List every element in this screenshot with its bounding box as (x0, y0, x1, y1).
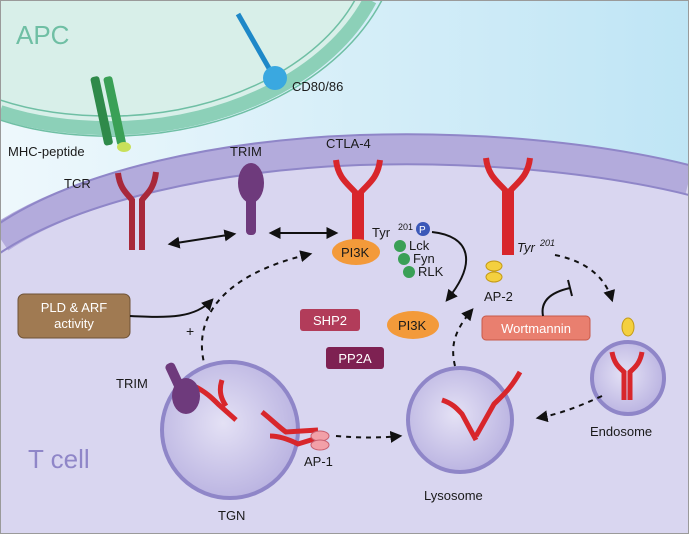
wortmannin-label: Wortmannin (501, 321, 571, 336)
pld-arf-line1: PLD & ARF (41, 300, 108, 315)
pld-arrow (129, 298, 214, 318)
pi3k-mid (387, 311, 439, 339)
endosome-to-lysosome-arrow (535, 395, 603, 423)
cd80-86-ligand (235, 12, 287, 90)
tcell-label: T cell (28, 444, 90, 474)
phospho-circle (416, 222, 430, 236)
trim-bottom-label: TRIM (116, 376, 148, 391)
ap2-bottom (485, 271, 503, 283)
tyr-to-pi3k-arrow (431, 231, 467, 302)
apc-label: APC (16, 20, 69, 50)
membrane-to-endosome-arrow (554, 254, 615, 303)
endosome-label: Endosome (590, 424, 652, 439)
tyr-right-label: Tyr (517, 240, 535, 255)
lck-dot (394, 240, 406, 252)
pp2a-label: PP2A (338, 351, 372, 366)
ap1-label: AP-1 (304, 454, 333, 469)
mhc-peptide-label: MHC-peptide (8, 144, 85, 159)
ap2-label: AP-2 (484, 289, 513, 304)
rlk-label: RLK (418, 264, 444, 279)
tcr-label: TCR (64, 176, 91, 191)
tyr-left-sup: 201 (398, 222, 413, 232)
pld-arf-line2: activity (54, 316, 94, 331)
shp2-box (300, 309, 360, 331)
trim-membrane (238, 163, 264, 235)
apc-cell (0, 0, 383, 137)
tgn-to-membrane-arrow (201, 250, 313, 371)
phospho-label: P (419, 225, 426, 236)
fyn-label: Fyn (413, 251, 435, 266)
pi3k-mid-label: PI3K (398, 318, 427, 333)
rlk-dot (403, 266, 415, 278)
tcr-trim-arrow (167, 229, 237, 249)
trim-top-label: TRIM (230, 144, 262, 159)
plus-label: + (186, 323, 194, 339)
tyr-left-label: Tyr (372, 225, 391, 240)
tcr-receptor (115, 171, 159, 250)
wortmannin-inhibit-bar (567, 279, 573, 297)
mhc-peptide (90, 76, 131, 152)
tgn-to-lysosome-arrow (335, 430, 403, 443)
cd80-86-label: CD80/86 (292, 79, 343, 94)
tgn-label: TGN (218, 508, 245, 523)
ctla4-membrane (333, 159, 383, 255)
pp2a-box (326, 347, 384, 369)
wortmannin-box (481, 315, 591, 341)
lysosome-label: Lysosome (424, 488, 483, 503)
fyn-dot (398, 253, 410, 265)
ctla4-right (483, 157, 533, 255)
wortmannin-inhibit-line (541, 287, 571, 317)
endosome (590, 317, 666, 416)
shp2-label: SHP2 (313, 313, 347, 328)
tyr-right-sup: 201 (539, 238, 555, 248)
trim-tgn (165, 362, 200, 414)
ap2-top (485, 260, 503, 272)
lck-label: Lck (409, 238, 430, 253)
ctla4-label: CTLA-4 (326, 136, 371, 151)
pi3k-left-label: PI3K (341, 245, 370, 260)
lysosome (406, 366, 523, 474)
pi3k-left (332, 239, 380, 265)
